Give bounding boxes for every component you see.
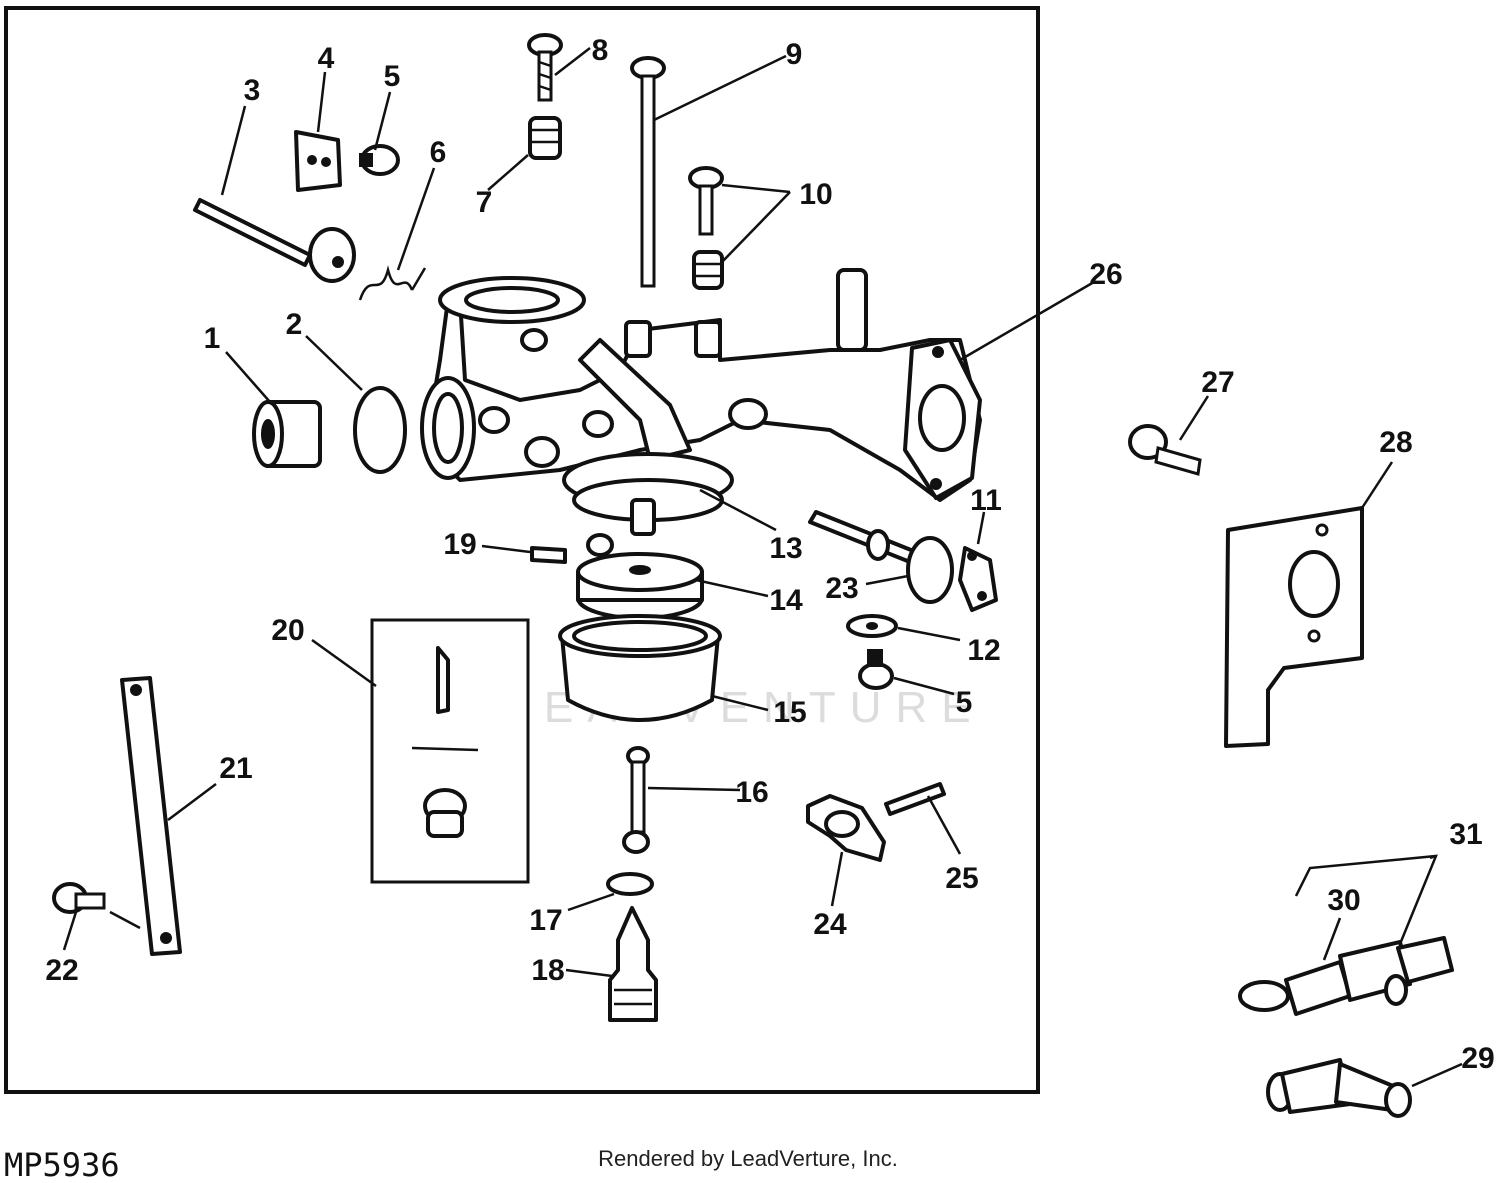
callout-21: 21 bbox=[219, 752, 252, 785]
part-19-cap bbox=[586, 533, 614, 557]
part-9-long-screw bbox=[630, 56, 666, 288]
callout-26: 26 bbox=[1089, 258, 1122, 291]
callout-7: 7 bbox=[476, 186, 493, 219]
callout-4: 4 bbox=[318, 42, 335, 75]
callout-3: 3 bbox=[244, 74, 261, 107]
part-5-screw-lower bbox=[858, 649, 894, 690]
part-3-throttle-shaft bbox=[193, 198, 356, 283]
callout-22: 22 bbox=[45, 954, 78, 987]
part-20-inlet-kit bbox=[370, 618, 530, 884]
callout-labels: 1 2 3 4 5 6 7 8 9 10 11 12 13 14 15 16 1… bbox=[45, 34, 1494, 1075]
part-25-pin bbox=[884, 782, 946, 816]
callout-2: 2 bbox=[286, 308, 303, 341]
callout-16: 16 bbox=[735, 776, 768, 809]
part-10-screw-spring bbox=[688, 166, 724, 290]
part-21-link-rod bbox=[120, 676, 182, 956]
callout-6: 6 bbox=[430, 136, 447, 169]
callout-13: 13 bbox=[769, 532, 802, 565]
callout-14: 14 bbox=[769, 584, 803, 617]
callout-15: 15 bbox=[773, 696, 806, 729]
part-15-float-bowl bbox=[558, 614, 722, 722]
callout-9: 9 bbox=[786, 38, 803, 71]
part-6-spring bbox=[358, 265, 427, 301]
callout-5-lower: 5 bbox=[956, 686, 973, 719]
part-1-bushing bbox=[252, 400, 322, 468]
diagram-frame bbox=[4, 6, 1040, 1094]
part-23-choke-shaft bbox=[808, 510, 954, 604]
part-5-screw-upper bbox=[359, 144, 400, 176]
part-2-gasket bbox=[353, 386, 407, 474]
render-credit: Rendered by LeadVerture, Inc. bbox=[598, 1146, 898, 1171]
callout-19: 19 bbox=[443, 528, 476, 561]
callout-29: 29 bbox=[1461, 1042, 1494, 1075]
callout-24: 24 bbox=[813, 908, 847, 941]
callout-20: 20 bbox=[271, 614, 304, 647]
part-24-bracket bbox=[806, 794, 886, 862]
leader-lines bbox=[62, 47, 1463, 1088]
part-30-31-fuel-fitting bbox=[1238, 936, 1454, 1016]
part-26-carburetor-body bbox=[420, 268, 982, 536]
callout-28: 28 bbox=[1379, 426, 1412, 459]
part-17-washer bbox=[606, 872, 654, 896]
callout-25: 25 bbox=[945, 862, 978, 895]
part-4-throttle-plate bbox=[294, 130, 342, 192]
part-8-screw bbox=[527, 33, 563, 102]
part-14-float bbox=[576, 552, 704, 620]
callout-8: 8 bbox=[592, 34, 609, 67]
part-18-bowl-nut bbox=[608, 906, 658, 1022]
part-11-choke-lever bbox=[958, 546, 998, 612]
part-29-elbow-fitting bbox=[1266, 1058, 1412, 1118]
callout-30: 30 bbox=[1327, 884, 1360, 917]
callout-17: 17 bbox=[529, 904, 562, 937]
part-16-needle bbox=[622, 746, 650, 854]
part-7-spring bbox=[528, 116, 562, 160]
callout-23: 23 bbox=[825, 572, 858, 605]
part-27-screw bbox=[1128, 424, 1202, 476]
part-22-screw bbox=[52, 882, 106, 914]
part-28-gasket-plate bbox=[1224, 506, 1364, 748]
callout-12: 12 bbox=[967, 634, 1000, 667]
part-19-pin bbox=[530, 546, 567, 564]
callout-5-upper: 5 bbox=[384, 60, 401, 93]
figure-id: MP5936 bbox=[4, 1146, 120, 1183]
callout-18: 18 bbox=[531, 954, 564, 987]
part-12-washer bbox=[846, 614, 898, 638]
callout-10: 10 bbox=[799, 178, 832, 211]
callout-31: 31 bbox=[1449, 818, 1482, 851]
callout-27: 27 bbox=[1201, 366, 1234, 399]
callout-1: 1 bbox=[204, 322, 221, 355]
callout-11: 11 bbox=[970, 484, 1002, 517]
